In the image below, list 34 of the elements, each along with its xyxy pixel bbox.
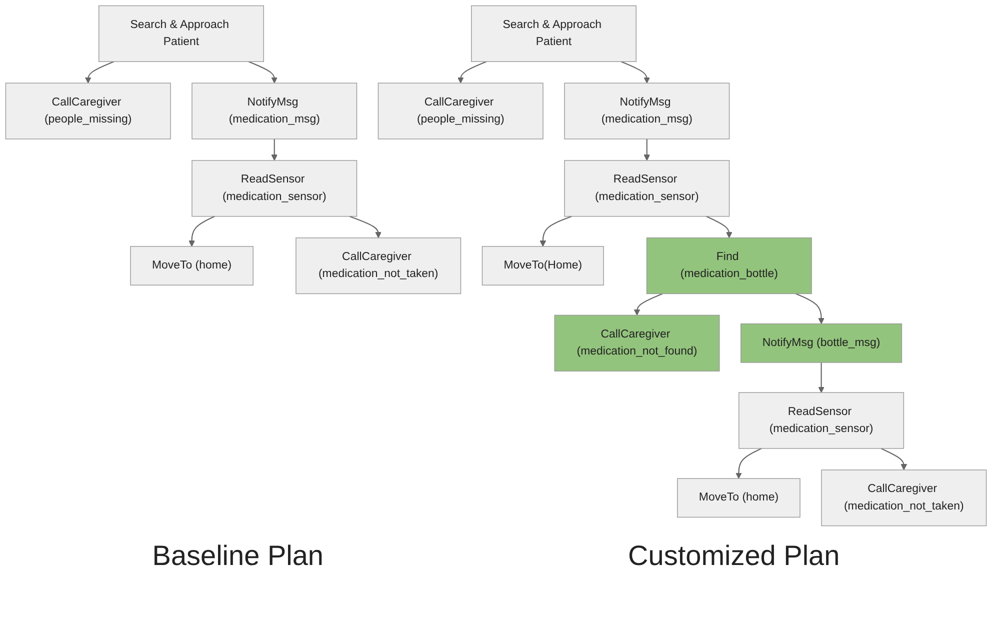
arrow — [620, 61, 650, 84]
arrow — [540, 216, 572, 247]
node-box: Search & Approach Patient — [471, 5, 636, 62]
node-box: CallCaregiver (medication_not_found) — [554, 314, 720, 372]
node-box: CallCaregiver (people_missing) — [5, 82, 171, 140]
node-box: NotifyMsg (medication_msg) — [192, 82, 358, 140]
node-box: Find (medication_bottle) — [646, 237, 812, 294]
node-box: MoveTo (home) — [130, 246, 254, 286]
node-box: ReadSensor (medication_sensor) — [564, 160, 730, 217]
node-box: CallCaregiver (medication_not_taken) — [296, 237, 462, 294]
node-box: MoveTo(Home) — [482, 246, 604, 286]
plan-caption: Customized Plan — [628, 540, 840, 572]
arrow — [736, 448, 762, 479]
node-box: Search & Approach Patient — [98, 5, 264, 62]
arrow — [880, 448, 908, 470]
plan-caption: Baseline Plan — [152, 540, 324, 572]
arrow — [706, 216, 732, 238]
arrow — [349, 216, 382, 238]
node-box: CallCaregiver (medication_not_taken) — [821, 470, 987, 526]
arrow — [818, 362, 824, 393]
node-box: ReadSensor (medication_sensor) — [738, 392, 904, 449]
node-box: ReadSensor (medication_sensor) — [192, 160, 358, 217]
arrow — [188, 216, 215, 247]
node-box: CallCaregiver (people_missing) — [378, 82, 544, 140]
arrow — [271, 138, 278, 161]
node-box: NotifyMsg (medication_msg) — [564, 82, 730, 140]
arrow — [644, 138, 650, 161]
node-box: NotifyMsg (bottle_msg) — [740, 323, 902, 363]
arrow — [634, 293, 663, 316]
arrow — [248, 61, 278, 84]
node-box: MoveTo (home) — [677, 478, 800, 518]
arrow — [457, 61, 487, 84]
arrow — [84, 61, 114, 84]
arrow — [796, 293, 824, 324]
